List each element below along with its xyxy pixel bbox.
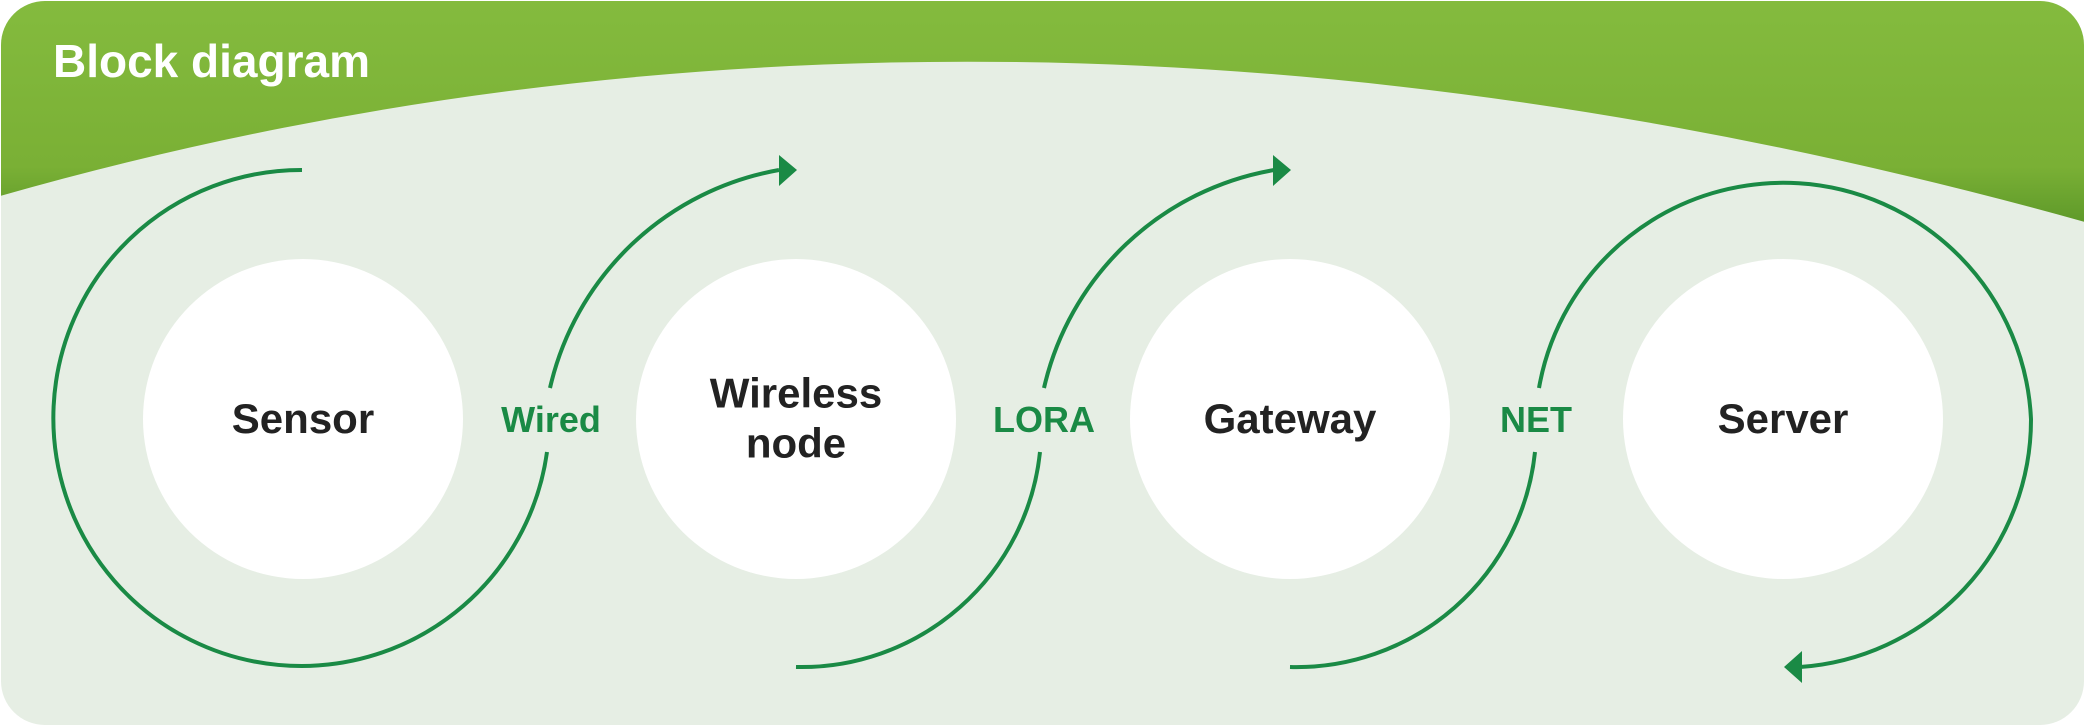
server-loop-arc [1537,180,2034,669]
wired-arc-upper [548,168,780,389]
net-arc-lower [1289,451,1537,670]
link-label-lora: LORA [993,399,1095,440]
lora-arc-lower [795,451,1042,670]
node-label-gateway: Gateway [1203,394,1377,442]
arrowhead-to-wireless-node [779,155,797,186]
link-label-wired: Wired [501,399,601,440]
header-band [1,1,2084,222]
arrowhead-to-server [1784,651,1802,683]
link-label-net: NET [1500,399,1572,440]
server-circle [1623,259,1943,579]
node-label-wireless-node: Wireless node [709,369,883,467]
gateway-circle [1130,259,1450,579]
page-title: Block diagram [53,35,370,87]
lora-arc-upper [1042,168,1275,389]
node-label-server: Server [1717,394,1849,442]
sensor-loop-arc [51,167,549,668]
wireless-node-circle [636,259,956,579]
sensor-circle [143,259,463,579]
node-label-sensor: Sensor [231,394,375,442]
arrowhead-to-gateway [1273,155,1291,186]
